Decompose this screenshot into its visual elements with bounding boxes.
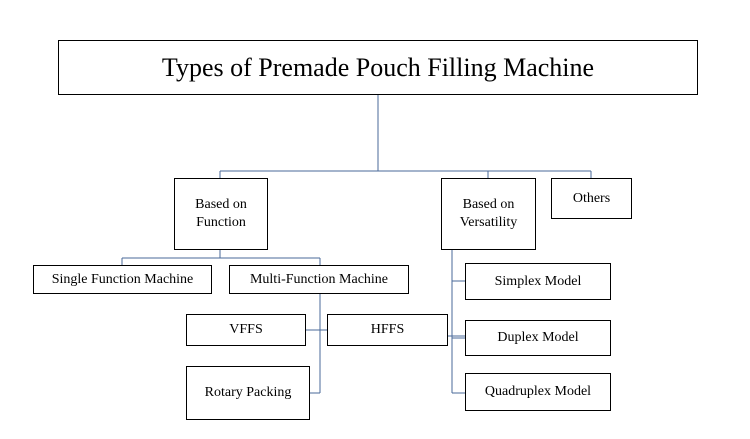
hffs-node: HFFS xyxy=(327,314,448,346)
quadruplex-model-node: Quadruplex Model xyxy=(465,373,611,411)
vffs-node: VFFS xyxy=(186,314,306,346)
based-on-function-node: Based on Function xyxy=(174,178,268,250)
based-on-versatility-node: Based on Versatility xyxy=(441,178,536,250)
multi-function-machine-node: Multi-Function Machine xyxy=(229,265,409,294)
single-function-machine-node: Single Function Machine xyxy=(33,265,212,294)
title-node: Types of Premade Pouch Filling Machine xyxy=(58,40,698,95)
others-node: Others xyxy=(551,178,632,219)
duplex-model-node: Duplex Model xyxy=(465,320,611,356)
rotary-packing-node: Rotary Packing xyxy=(186,366,310,420)
simplex-model-node: Simplex Model xyxy=(465,263,611,300)
